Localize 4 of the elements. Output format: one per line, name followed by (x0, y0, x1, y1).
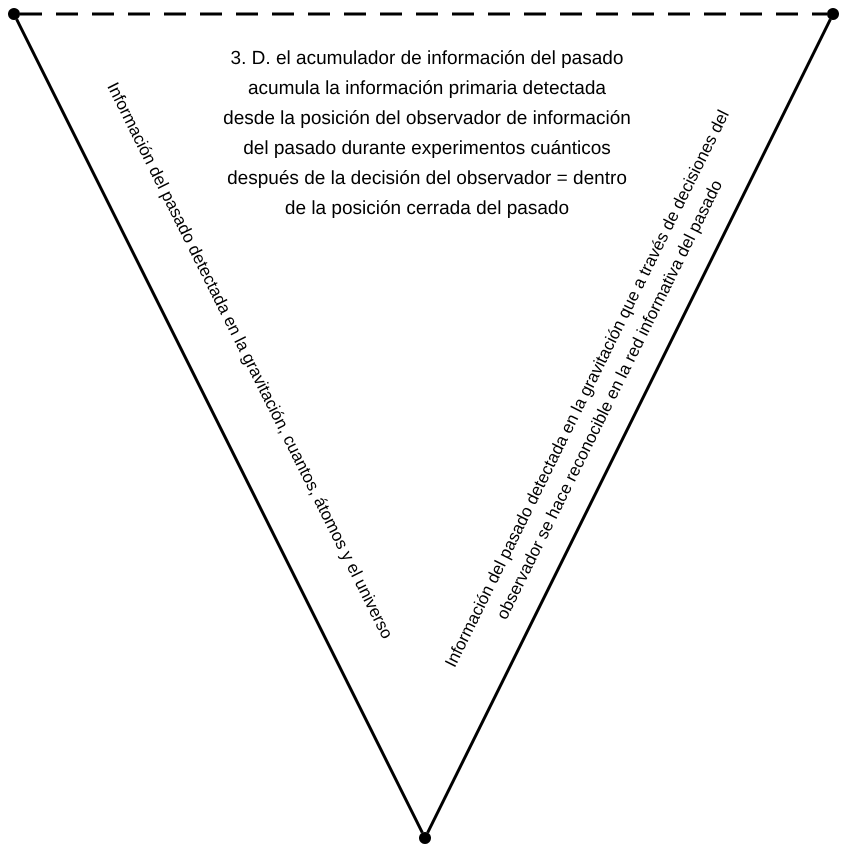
note-text: 3. D. el acumulador de información del pasado acumula la información primaria detectada desde la posición del observador de información del pasado durante experimentos cuánticos después de la decisión del observador = dentro de la posición cerrada del pasado (222, 47, 632, 221)
line (15, 18, 424, 834)
line (426, 18, 832, 834)
dashed-line (20, 12, 827, 16)
